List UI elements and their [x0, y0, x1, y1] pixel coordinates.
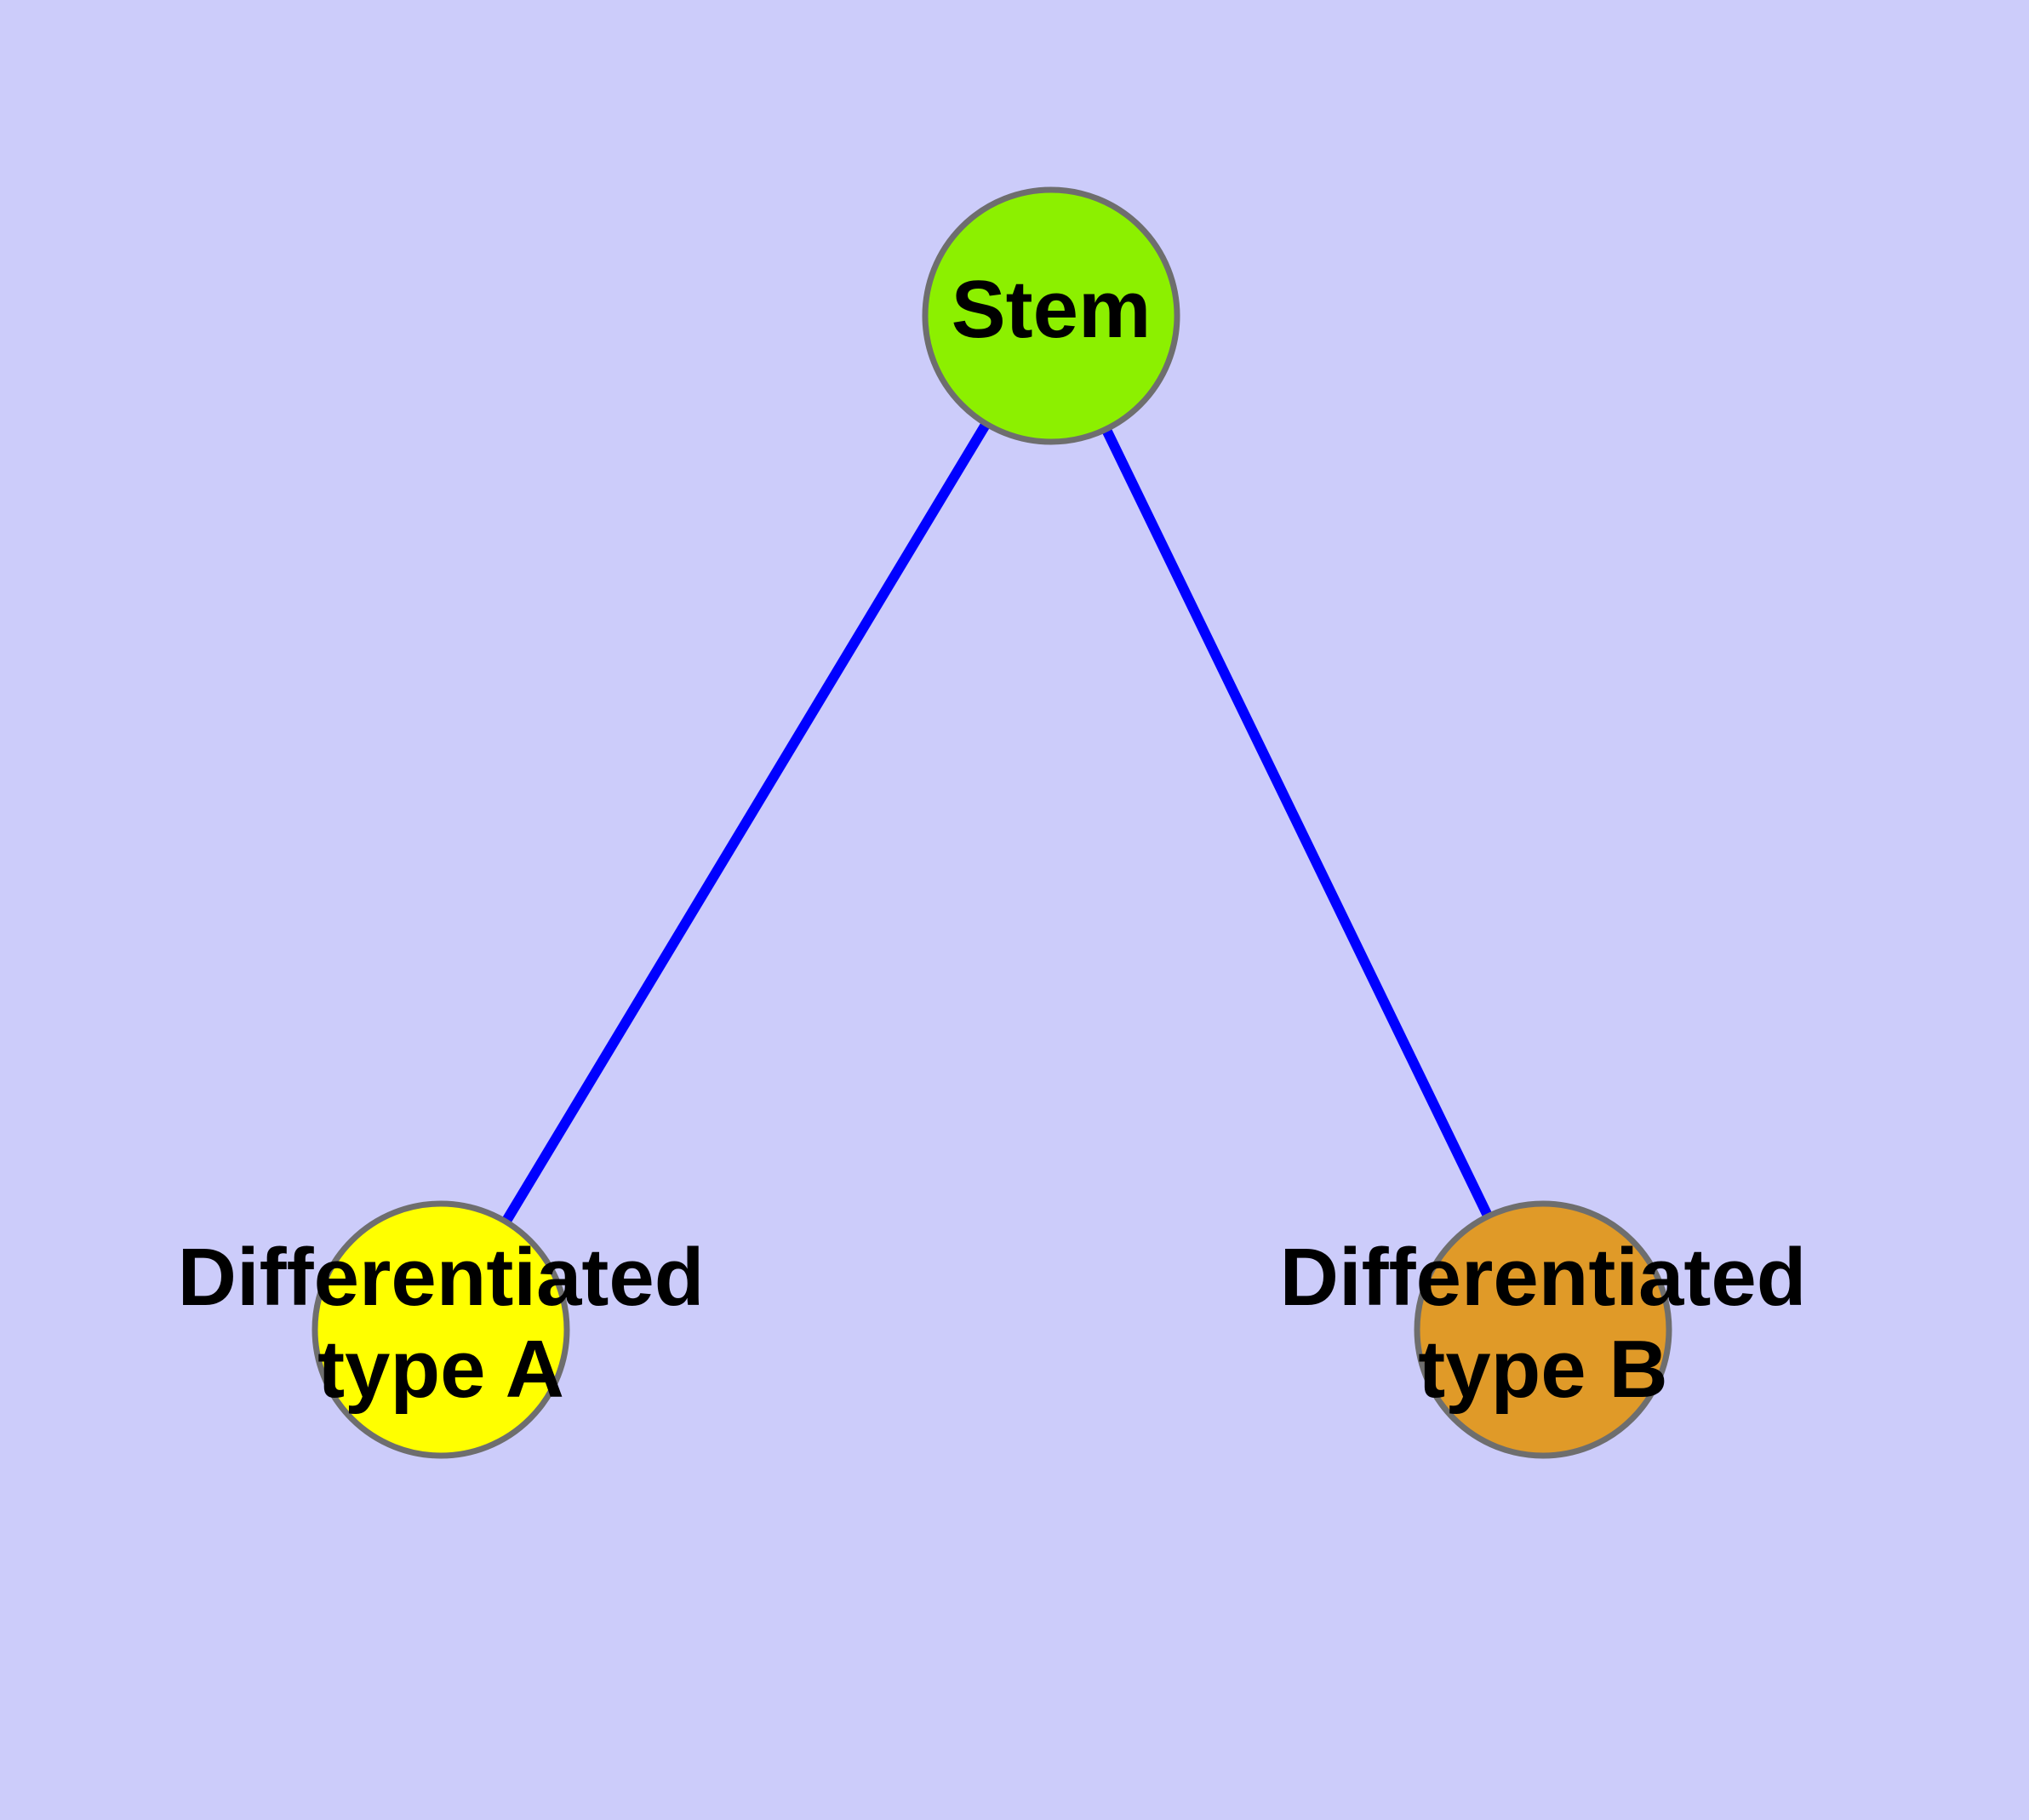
node-stem-label-line: Stem — [952, 264, 1152, 355]
edge-stem-to-diff-b[interactable] — [1100, 423, 1495, 1222]
node-diff-a-circle[interactable] — [311, 1200, 570, 1459]
node-diff-b-circle[interactable] — [1414, 1200, 1672, 1459]
node-layer — [311, 186, 1672, 1459]
node-stem-label: Stem — [952, 264, 1152, 355]
node-diff-a-label-line: type A — [317, 1324, 564, 1415]
edge-stem-to-diff-a[interactable] — [500, 418, 992, 1228]
node-diff-a-label-line: Differentiated — [178, 1233, 705, 1324]
node-diff-b-label-line: Differentiated — [1280, 1233, 1807, 1324]
node-stem-circle[interactable] — [922, 186, 1180, 445]
edge-layer — [500, 418, 1495, 1228]
node-diff-b-label-line: type B — [1418, 1324, 1667, 1415]
